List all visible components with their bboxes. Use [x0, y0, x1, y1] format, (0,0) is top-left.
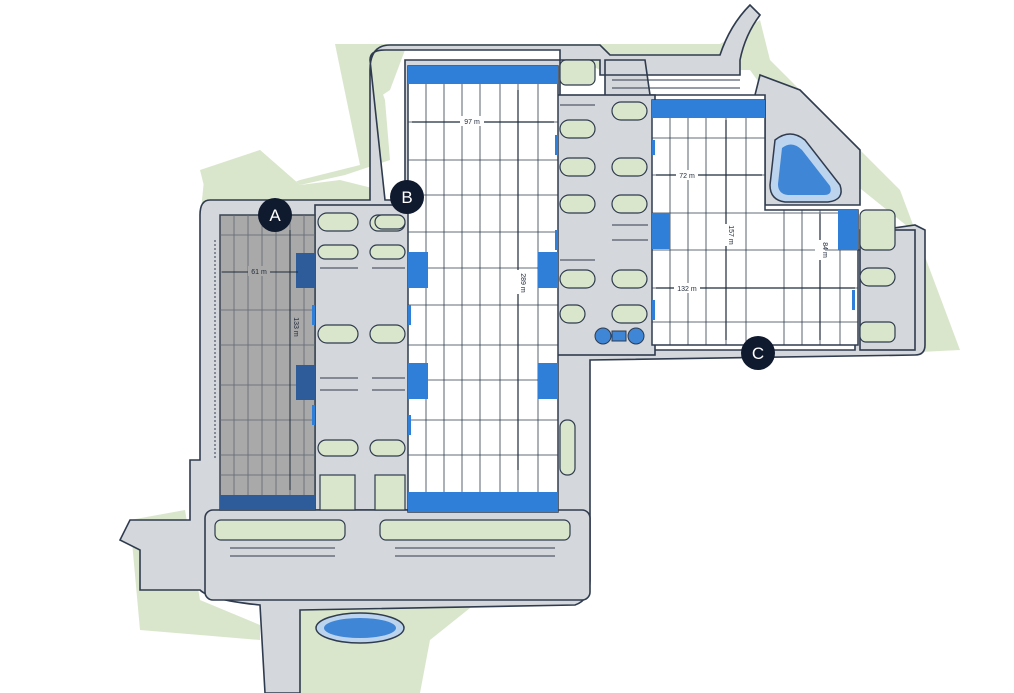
- marker-a-circle: [258, 198, 292, 232]
- label-bg: [815, 240, 825, 260]
- dock-door: [555, 135, 558, 155]
- island: [611, 101, 648, 121]
- island: [317, 244, 359, 260]
- island: [374, 474, 406, 511]
- island: [559, 59, 596, 86]
- dock-door: [852, 290, 855, 310]
- building-c-extension-width-label: 132 m: [677, 286, 697, 293]
- building-a-depth-label: 133 m: [292, 317, 299, 337]
- marker-a[interactable]: A: [258, 198, 292, 232]
- marker-c-circle: [741, 336, 775, 370]
- building-b-dock-west-2: [408, 363, 428, 399]
- building-b-dock-east-2: [538, 363, 558, 399]
- island: [611, 194, 648, 214]
- label-bg: [460, 116, 484, 126]
- label-bg: [513, 270, 523, 294]
- island: [317, 439, 359, 457]
- island: [369, 439, 406, 457]
- building-c-depth-label: 157 m: [727, 225, 734, 245]
- pond-northeast: [778, 144, 831, 195]
- island: [369, 324, 406, 344]
- dock-door: [408, 415, 411, 435]
- island: [859, 209, 896, 251]
- building-a[interactable]: 61 m 133 m: [219, 214, 316, 511]
- island: [379, 519, 571, 541]
- marker-c[interactable]: C: [741, 336, 775, 370]
- building-c-width-label: 72 m: [679, 173, 695, 180]
- island: [319, 474, 356, 511]
- label-bg: [674, 283, 700, 293]
- island: [559, 419, 576, 476]
- building-b-footprint: [407, 65, 559, 513]
- island: [611, 157, 648, 177]
- island: [611, 269, 648, 289]
- island: [559, 304, 586, 324]
- building-b-width-label: 97 m: [464, 119, 480, 126]
- marker-b-circle: [390, 180, 424, 214]
- dock-doors: [312, 135, 855, 435]
- tank: [627, 327, 645, 345]
- marker-a-label: A: [269, 206, 281, 225]
- island: [559, 157, 596, 177]
- island: [859, 321, 896, 343]
- island: [559, 194, 596, 214]
- building-a-dock-mid: [296, 365, 315, 400]
- island: [369, 244, 406, 260]
- dock-door: [408, 305, 411, 325]
- dock-door: [555, 230, 558, 250]
- parking-stalls: [214, 79, 916, 557]
- building-c-dock-east: [838, 210, 858, 250]
- building-b-dock-south: [408, 492, 558, 512]
- pond-south: [324, 618, 396, 638]
- dock-door: [312, 405, 315, 425]
- building-a-dock-south: [220, 495, 315, 510]
- building-a-width-label: 61 m: [251, 269, 267, 276]
- island: [859, 267, 896, 287]
- parking-islands: [214, 59, 896, 541]
- building-c-extension-depth-label: 84 m: [821, 242, 828, 258]
- island: [374, 214, 406, 230]
- building-b-depth-label: 289 m: [519, 273, 526, 293]
- dock-door: [312, 305, 315, 325]
- tank: [594, 327, 612, 345]
- island: [317, 212, 359, 232]
- island: [559, 119, 596, 139]
- label-bg: [676, 170, 698, 180]
- island: [611, 304, 648, 324]
- building-b[interactable]: 97 m 289 m: [407, 65, 559, 513]
- marker-b-label: B: [401, 188, 412, 207]
- label-bg: [721, 224, 731, 246]
- building-c-dock-west: [652, 213, 670, 249]
- marker-b[interactable]: B: [390, 180, 424, 214]
- green-area-south: [300, 600, 480, 693]
- dock-door: [652, 300, 655, 320]
- building-b-grid: [408, 66, 558, 512]
- green-area-west-top: [200, 150, 380, 210]
- building-a-dock-north: [296, 253, 315, 288]
- island: [559, 269, 596, 289]
- marker-c-label: C: [752, 344, 764, 363]
- island: [317, 324, 359, 344]
- building-b-dock-west-1: [408, 252, 428, 288]
- building-c-dock-north: [652, 100, 765, 118]
- building-c[interactable]: 72 m 157 m 132 m 84 m: [651, 99, 859, 346]
- building-b-dock-east-1: [538, 252, 558, 288]
- island: [214, 519, 346, 541]
- building-b-dock-north: [408, 66, 558, 84]
- dock-door: [652, 140, 655, 155]
- label-bg: [248, 266, 270, 276]
- ponds: [315, 133, 842, 644]
- tank: [611, 330, 627, 342]
